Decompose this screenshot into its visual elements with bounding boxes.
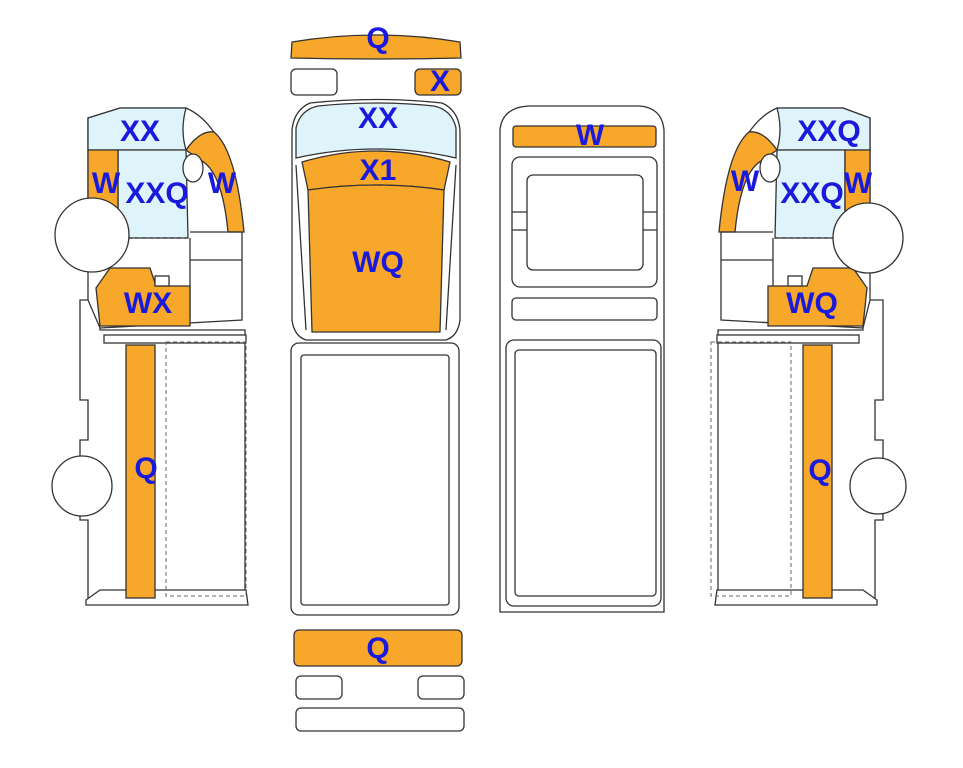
left-rear-wheel-part[interactable] [51,455,113,517]
right-cab-pillar-label: W [844,167,873,200]
back-sill-part[interactable] [511,297,658,321]
left-front-wheel-part[interactable] [54,197,130,273]
left-cab-rear-edge-part[interactable] [185,131,245,233]
left-cab-lower-part[interactable] [95,267,191,327]
left-cab-lower-label: WX [124,287,172,320]
bed-floor-part[interactable] [300,354,450,606]
right-bed-dashed-area [710,341,792,597]
cab-roof-label: WQ [352,246,404,279]
right-bed-side-label: Q [808,454,831,487]
right-front-wheel-part[interactable] [832,202,904,274]
right-bed-rail[interactable] [716,334,860,344]
left-side-outline [79,299,246,601]
back-top-label: W [576,119,605,152]
right-rear-wheel-part[interactable] [849,457,907,515]
front-left-light-part[interactable] [290,68,338,96]
cab-side-lines [295,164,457,331]
front-bumper-label: Q [366,22,389,55]
rear-left-light-part[interactable] [295,675,343,700]
cab-roof-front-label: X1 [360,154,397,187]
top-view: Q X XX X1 WQ Q [290,22,465,732]
back-view: W [499,105,665,613]
windshield-part[interactable] [295,102,457,159]
back-window-part[interactable] [526,174,644,271]
front-right-light-label: X [430,65,450,98]
left-bed-side-label: Q [134,452,157,485]
left-mirror-part[interactable] [182,153,204,183]
cab-roof-part[interactable] [307,184,445,333]
right-cab-window-top-label: XXQ [797,115,860,148]
right-door-glass-label: XXQ [780,177,843,210]
windshield-label: XX [358,102,398,135]
right-cab-lower-label: WQ [786,287,838,320]
left-side-view: XX XXQ W W WX Q [51,107,249,606]
rear-bumper-part[interactable] [293,629,463,667]
left-door-glass-label: XXQ [125,177,188,210]
underside-part[interactable] [514,349,657,597]
left-bed-side-part[interactable] [125,344,156,599]
left-cab-rear-edge-label: W [208,167,237,200]
right-mirror-part[interactable] [759,153,781,183]
left-bed-rail[interactable] [103,334,247,344]
front-bumper-part[interactable] [290,34,462,60]
left-bed-dashed-area [165,341,247,597]
right-cab-rear-edge-part[interactable] [718,131,778,233]
rear-step-part[interactable] [295,707,465,732]
right-side-outline [717,299,884,601]
right-running-board[interactable] [714,589,878,606]
rear-right-light-part[interactable] [417,675,465,700]
left-cab-window-top-label: XX [120,115,160,148]
back-top-part[interactable] [512,125,657,148]
right-cab-rear-edge-label: W [731,165,760,198]
right-fuel-cap [787,275,803,287]
front-right-light-part[interactable] [414,68,462,96]
left-running-board[interactable] [85,589,249,606]
right-side-view: XXQ XXQ W W WQ Q [710,107,907,606]
left-fuel-cap [154,275,170,287]
right-bed-side-part[interactable] [802,344,833,599]
rear-bumper-label: Q [366,632,389,665]
back-window-frame [512,211,657,231]
left-cab-pillar-label: W [92,167,121,200]
